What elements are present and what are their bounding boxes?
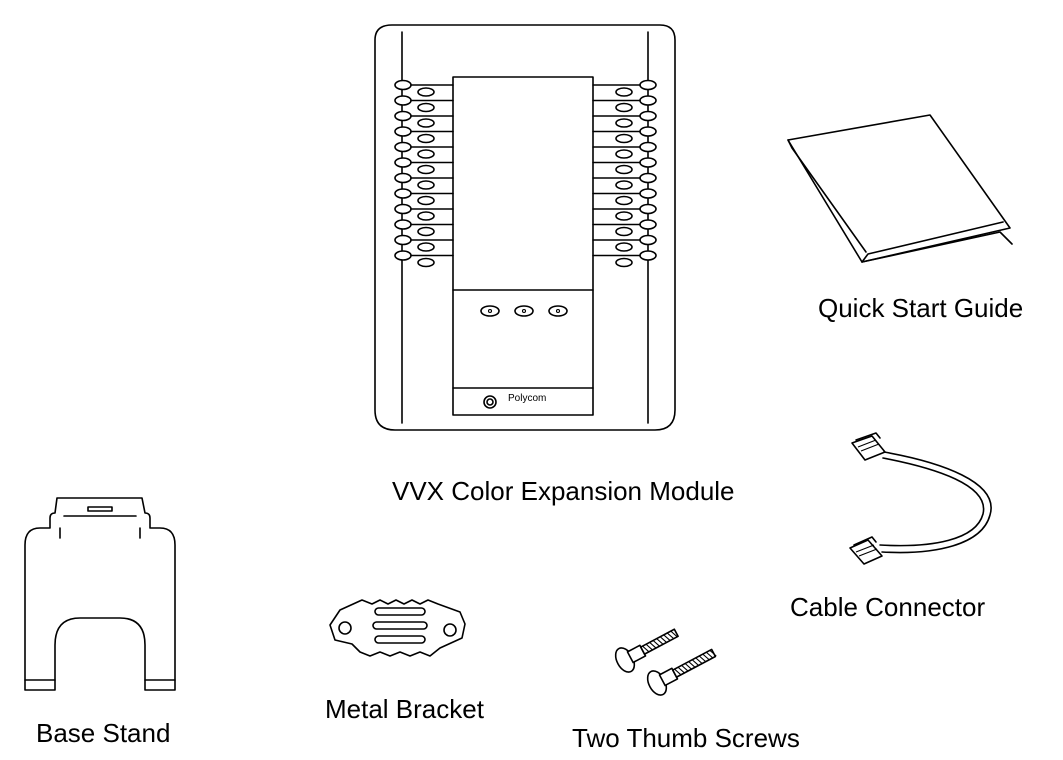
base-stand-label: Base Stand: [36, 718, 171, 748]
line-key-indicator: [394, 219, 412, 230]
line-key: [615, 118, 633, 128]
line-keys-left: [394, 79, 454, 268]
line-key-indicator: [394, 126, 412, 137]
line-key-indicator: [639, 141, 657, 153]
expansion-module-drawing: [374, 24, 676, 431]
polycom-logo-text: Polycom: [508, 393, 547, 404]
line-key: [417, 102, 435, 113]
thumb-screws-label: Two Thumb Screws: [572, 723, 800, 753]
line-key-indicator: [639, 126, 657, 137]
cable-connector-drawing: [849, 432, 992, 565]
line-key: [615, 149, 633, 159]
line-key-indicator: [394, 188, 412, 199]
line-key-indicator: [394, 234, 412, 246]
line-key-indicator: [639, 250, 657, 261]
line-key-indicator: [394, 110, 412, 122]
line-key-indicator: [639, 188, 657, 199]
line-key-indicator: [639, 219, 657, 230]
polycom-logo-icon: [483, 395, 497, 409]
navigation-buttons: [480, 305, 568, 317]
line-key: [417, 195, 435, 206]
thumb-screws-drawing: [614, 628, 717, 696]
nav-button: [548, 305, 568, 317]
line-key-indicator: [639, 79, 657, 91]
line-key-indicator: [639, 95, 657, 106]
quick-start-guide-drawing: [787, 114, 1013, 263]
line-key: [615, 164, 633, 175]
base-stand-drawing: [24, 497, 176, 691]
metal-bracket-label: Metal Bracket: [325, 694, 484, 724]
line-key: [417, 226, 435, 237]
line-key-indicator: [394, 157, 412, 168]
nav-button: [480, 305, 500, 317]
cable-connector-label: Cable Connector: [790, 592, 986, 622]
line-key-indicator: [394, 203, 412, 215]
line-key: [615, 257, 633, 268]
line-key-indicator: [394, 95, 412, 106]
line-key-indicator: [639, 110, 657, 122]
nav-button: [514, 305, 534, 317]
line-key: [417, 180, 435, 190]
metal-bracket-drawing: [329, 599, 466, 657]
line-key-indicator: [639, 172, 657, 184]
line-key-indicator: [394, 79, 412, 91]
line-key: [417, 133, 435, 144]
line-key-indicator: [394, 141, 412, 153]
quick-start-guide-label: Quick Start Guide: [818, 293, 1024, 323]
line-key-indicator: [639, 157, 657, 168]
line-key: [417, 118, 435, 128]
line-key: [615, 242, 633, 252]
line-key: [615, 133, 633, 144]
line-key: [417, 149, 435, 159]
line-key: [417, 257, 435, 268]
line-key: [615, 102, 633, 113]
line-key: [417, 242, 435, 252]
line-key: [417, 164, 435, 175]
line-key-indicator: [639, 203, 657, 215]
line-key: [615, 226, 633, 237]
line-key: [615, 87, 633, 97]
line-key: [417, 87, 435, 97]
line-key-indicator: [639, 234, 657, 246]
line-key: [417, 211, 435, 221]
line-key: [615, 180, 633, 190]
line-key-indicator: [394, 250, 412, 261]
expansion-module-label: VVX Color Expansion Module: [392, 476, 735, 506]
line-key: [615, 211, 633, 221]
line-key-indicator: [394, 172, 412, 184]
line-keys-right: [592, 79, 657, 268]
line-key: [615, 195, 633, 206]
